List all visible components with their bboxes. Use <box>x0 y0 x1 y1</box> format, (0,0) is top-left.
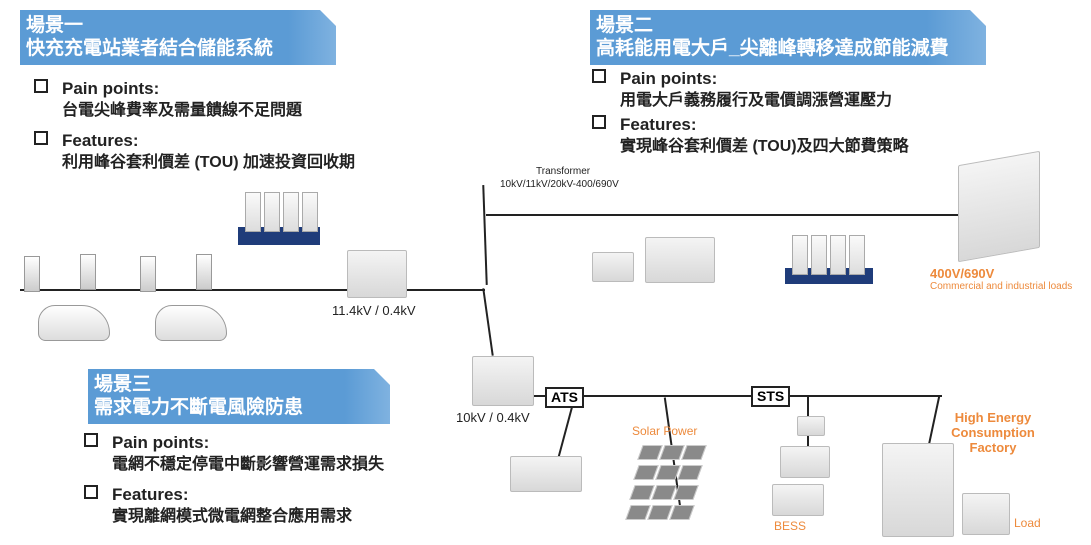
features-text: 實現峰谷套利價差 (TOU)及四大節費策略 <box>620 138 909 155</box>
generator-icon <box>510 456 582 492</box>
ev-charger-icon <box>80 254 96 290</box>
main-vertical-line-2 <box>482 288 494 356</box>
scenario1-details: Pain points: 台電尖峰費率及需量饋線不足問題 Features: 利… <box>34 78 355 182</box>
industrial-feeder-line <box>486 214 961 216</box>
scenario3-title: 場景三 <box>94 374 152 395</box>
scenario3-details: Pain points: 電網不穩定停電中斷影響營運需求損失 Features:… <box>84 432 384 536</box>
scenario3-banner: 場景三 需求電力不斷電風險防患 <box>88 369 390 424</box>
main-vertical-line <box>482 184 488 286</box>
bess-label: BESS <box>774 519 807 533</box>
scenario1-title: 場景一 <box>26 15 84 36</box>
features-text: 利用峰谷套利價差 (TOU) 加速投資回收期 <box>62 154 356 171</box>
switchgear-icon <box>592 252 634 282</box>
pain-points-heading: Pain points: <box>592 68 909 90</box>
solar-panels-icon <box>625 445 710 525</box>
transformer-spec: 10kV/11kV/20kV-400/690V <box>500 179 619 190</box>
battery-rack <box>245 192 261 232</box>
pcs-icon <box>780 446 830 478</box>
features-heading: Features: <box>34 130 355 152</box>
voltage-label-2: 10kV / 0.4kV <box>456 410 530 425</box>
scenario3-subtitle: 需求電力不斷電風險防患 <box>94 397 304 418</box>
pain-points-heading: Pain points: <box>84 432 384 454</box>
battery-rack <box>830 235 846 275</box>
factory-building-icon <box>958 150 1040 263</box>
ev-charger-icon <box>24 256 40 292</box>
electric-car-icon <box>155 305 227 341</box>
controller-icon <box>797 416 825 436</box>
scenario2-title: 場景二 <box>596 15 654 36</box>
battery-rack <box>283 192 299 232</box>
ev-charger-icon <box>196 254 212 290</box>
battery-rack <box>264 192 280 232</box>
scenario1-subtitle: 快充充電站業者結合儲能系統 <box>26 38 274 59</box>
features-heading: Features: <box>592 114 909 136</box>
voltage-label-1: 11.4kV / 0.4kV <box>332 303 416 318</box>
scenario2-details: Pain points: 用電大戶義務履行及電價調漲營運壓力 Features:… <box>592 68 909 166</box>
battery-rack <box>849 235 865 275</box>
scenario2-banner: 場景二 高耗能用電大戶_尖離峰轉移達成節能減費 <box>590 10 986 65</box>
transformer-label: Transformer <box>536 166 591 177</box>
load-building-icon <box>962 493 1010 535</box>
scenario2-subtitle: 高耗能用電大戶_尖離峰轉移達成節能減費 <box>596 38 949 59</box>
pain-points-heading: Pain points: <box>34 78 355 100</box>
ci-voltage-label: 400V/690V <box>930 266 995 281</box>
microgrid-bus-line <box>530 395 942 397</box>
electric-car-icon <box>38 305 110 341</box>
ev-feeder-line <box>20 289 485 291</box>
sts-switch: STS <box>751 386 791 407</box>
factory-label: High Energy Consumption Factory <box>951 410 1035 455</box>
transformer-icon <box>472 356 534 406</box>
features-text: 實現離網模式微電網整合應用需求 <box>112 508 353 525</box>
factory-icon <box>882 443 954 537</box>
pcs-cabinet-icon <box>645 237 715 283</box>
pain-points-text: 電網不穩定停電中斷影響營運需求損失 <box>112 456 385 473</box>
battery-rack <box>811 235 827 275</box>
solar-label: Solar Power <box>632 424 698 438</box>
battery-rack <box>302 192 318 232</box>
battery-rack <box>792 235 808 275</box>
pain-points-text: 台電尖峰費率及需量饋線不足問題 <box>62 102 303 119</box>
ci-loads-label: Commercial and industrial loads <box>930 281 1073 292</box>
pain-points-text: 用電大戶義務履行及電價調漲營運壓力 <box>620 92 893 109</box>
battery-icon <box>772 484 824 516</box>
transformer-icon <box>347 250 407 298</box>
ats-switch: ATS <box>545 387 584 408</box>
features-heading: Features: <box>84 484 384 506</box>
scenario1-banner: 場景一 快充充電站業者結合儲能系統 <box>20 10 336 65</box>
ev-charger-icon <box>140 256 156 292</box>
load-label: Load <box>1014 516 1041 530</box>
